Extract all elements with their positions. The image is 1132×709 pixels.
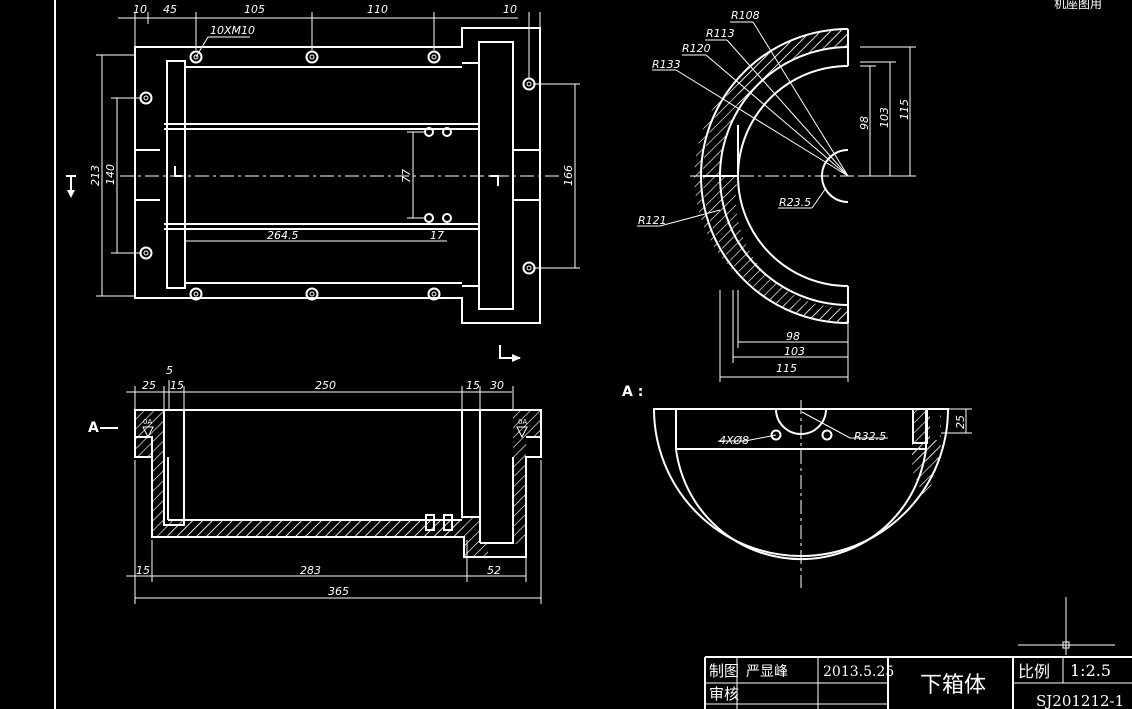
svg-text:R108: R108 bbox=[731, 9, 760, 22]
side-view-dimensions: R108 R113 R120 R133 R121 R23.5 98 103 bbox=[637, 9, 916, 382]
svg-text:25: 25 bbox=[142, 379, 156, 392]
svg-text:45: 45 bbox=[163, 3, 177, 16]
svg-text:115: 115 bbox=[898, 99, 911, 120]
drawing-number: SJ201212-1 bbox=[1036, 692, 1124, 709]
svg-text:250: 250 bbox=[315, 379, 336, 392]
svg-text:77: 77 bbox=[400, 169, 413, 183]
svg-text:4XØ8: 4XØ8 bbox=[719, 434, 749, 447]
svg-text:283: 283 bbox=[300, 564, 321, 577]
svg-text:R32.5: R32.5 bbox=[854, 430, 886, 443]
svg-text:R133: R133 bbox=[652, 58, 681, 71]
svg-text:213: 213 bbox=[89, 165, 102, 186]
checked-label: 审核 bbox=[709, 685, 739, 703]
svg-text:10XM10: 10XM10 bbox=[210, 24, 255, 37]
front-section-view: 0A 0A A 25 5 15 250 15 30 15 283 5 bbox=[88, 364, 542, 604]
drawn-date: 2013.5.25 bbox=[823, 664, 894, 680]
section-label-a: A bbox=[88, 420, 99, 436]
view-a-outline bbox=[652, 408, 950, 557]
svg-text:52: 52 bbox=[487, 564, 501, 577]
svg-text:5: 5 bbox=[166, 364, 173, 377]
side-view: R108 R113 R120 R133 R121 R23.5 98 103 bbox=[637, 9, 916, 382]
svg-text:98: 98 bbox=[786, 330, 800, 343]
svg-text:30: 30 bbox=[490, 379, 504, 392]
svg-text:15: 15 bbox=[170, 379, 184, 392]
svg-text:110: 110 bbox=[367, 3, 388, 16]
svg-text:103: 103 bbox=[878, 107, 891, 128]
svg-text:166: 166 bbox=[562, 165, 575, 186]
scale-value: 1:2.5 bbox=[1070, 661, 1111, 680]
svg-text:140: 140 bbox=[104, 164, 117, 185]
svg-text:0A: 0A bbox=[143, 418, 152, 426]
svg-text:10: 10 bbox=[133, 3, 147, 16]
svg-text:15: 15 bbox=[136, 564, 150, 577]
svg-text:R121: R121 bbox=[638, 214, 667, 227]
part-name: 下箱体 bbox=[920, 673, 986, 698]
svg-text:R120: R120 bbox=[682, 42, 711, 55]
title-block: 制图 严显峰 2013.5.25 审核 下箱体 比例 1:2.5 SJ20121… bbox=[704, 656, 1132, 709]
front-view-dimensions: 25 5 15 250 15 30 15 283 52 365 bbox=[126, 364, 542, 604]
front-view-outline bbox=[134, 409, 542, 558]
svg-text:115: 115 bbox=[776, 362, 797, 375]
top-view-outline bbox=[134, 27, 541, 324]
svg-text:264.5: 264.5 bbox=[267, 229, 299, 242]
top-view: 10 45 105 110 10 10XM10 213 140 77 166 bbox=[66, 3, 580, 362]
top-view-dimensions: 10 45 105 110 10 10XM10 213 140 77 166 bbox=[89, 3, 580, 297]
svg-text:0A: 0A bbox=[518, 418, 527, 426]
drawn-label: 制图 bbox=[709, 662, 739, 680]
svg-text:17: 17 bbox=[430, 229, 444, 242]
scale-label: 比例 bbox=[1018, 662, 1050, 681]
top-view-left-wall bbox=[166, 60, 186, 289]
view-a-label: A : bbox=[622, 384, 643, 400]
svg-text:98: 98 bbox=[858, 116, 871, 130]
svg-text:R23.5: R23.5 bbox=[779, 196, 811, 209]
svg-text:25: 25 bbox=[954, 415, 967, 429]
svg-text:103: 103 bbox=[784, 345, 805, 358]
drawn-name: 严显峰 bbox=[746, 664, 788, 680]
svg-text:10: 10 bbox=[503, 3, 517, 16]
svg-text:R113: R113 bbox=[706, 27, 735, 40]
view-a: A : 4XØ8 R32.5 25 bbox=[622, 384, 972, 588]
top-view-bolt-holes bbox=[139, 50, 536, 301]
svg-text:105: 105 bbox=[244, 3, 265, 16]
svg-text:365: 365 bbox=[328, 585, 349, 598]
corner-note: 机座图用 bbox=[1054, 0, 1102, 11]
svg-text:15: 15 bbox=[466, 379, 480, 392]
